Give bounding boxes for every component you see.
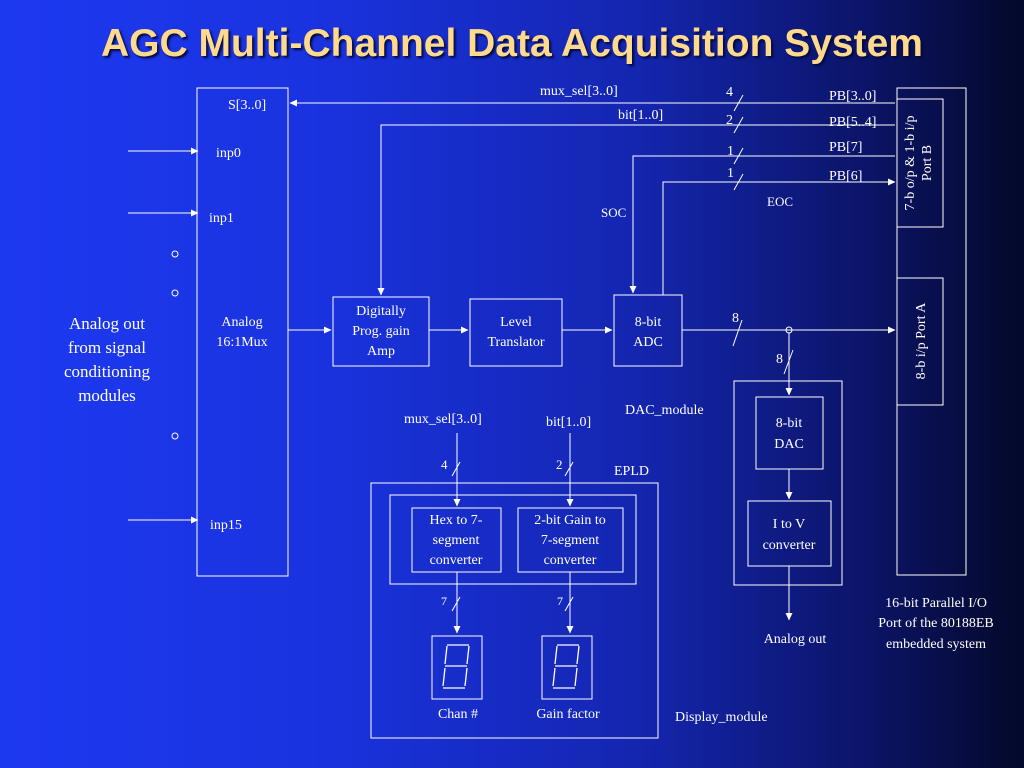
level-translator-label: Level <box>500 315 532 330</box>
bus-width-label: 2 <box>556 457 563 472</box>
chan-display-label: Chan # <box>438 707 478 722</box>
dac-module-label: DAC_module <box>625 403 704 418</box>
dac-label: DAC <box>774 437 804 452</box>
bus-width-label: 8 <box>732 311 739 326</box>
soc-line <box>629 155 895 294</box>
analog-mux-block <box>196 87 289 577</box>
bus-width-label: 4 <box>726 85 733 100</box>
i-to-v-label: I to V <box>773 517 805 532</box>
analog-source-label: Analog out from signal conditioning modu… <box>64 314 150 405</box>
gain-amp-label: Prog. gain <box>352 324 410 339</box>
gain-amp-label: Amp <box>367 344 395 359</box>
gain-amp-block <box>332 296 430 367</box>
port-caption: 16-bit Parallel I/O Port of the 80188EB … <box>878 596 994 652</box>
hex-converter-label: converter <box>430 553 483 568</box>
svg-text:8-b i/p Port A: 8-b i/p Port A <box>914 302 929 380</box>
ellipsis-dot <box>171 250 179 258</box>
ellipsis-dot <box>171 289 179 297</box>
signal-label: EOC <box>767 194 793 209</box>
signal-label: SOC <box>601 205 626 220</box>
ellipsis-dot <box>171 432 179 440</box>
dac-module-block <box>733 380 843 586</box>
mux-select-label: S[3..0] <box>228 98 266 113</box>
seven-segment-digit-icon <box>442 644 470 689</box>
port-pin-label: PB[3..0] <box>829 89 876 104</box>
eoc-line <box>662 178 896 295</box>
gain-converter-label: converter <box>544 553 597 568</box>
svg-text:from signal: from signal <box>68 338 146 357</box>
port-pin-label: PB[7] <box>829 140 862 155</box>
bus-width-label: 7 <box>441 594 447 608</box>
bus-slash <box>733 94 744 112</box>
bus-width-label: 1 <box>727 144 734 159</box>
bus-width-label: 8 <box>776 352 783 367</box>
mux-name-label: Analog <box>221 315 262 330</box>
signal-label: bit[1..0] <box>618 108 663 123</box>
gain-converter-label: 2-bit Gain to <box>534 513 606 528</box>
mux-input-label: inp15 <box>210 518 242 533</box>
adc-label: ADC <box>633 335 663 350</box>
dac-block <box>755 396 824 470</box>
port-a-block <box>896 277 944 406</box>
i-to-v-label: converter <box>763 538 816 553</box>
display-module-label: Display_module <box>675 710 768 725</box>
adc-label: 8-bit <box>635 315 662 330</box>
hex-converter-label: Hex to 7- <box>430 513 483 528</box>
bus-width-label: 2 <box>726 113 733 128</box>
port-b-block <box>896 98 944 228</box>
port-pin-label: PB[5..4] <box>829 115 876 130</box>
seven-segment-display <box>431 635 483 700</box>
bit-bus <box>377 124 895 296</box>
svg-text:7-b o/p & 1-b i/p: 7-b o/p & 1-b i/p <box>903 116 918 211</box>
bus-width-label: 1 <box>727 166 734 181</box>
port-pin-label: PB[6] <box>829 169 862 184</box>
signal-label: mux_sel[3..0] <box>404 412 482 427</box>
bus-slash <box>564 596 574 612</box>
adc-block <box>613 294 683 367</box>
svg-text:embedded system: embedded system <box>886 637 986 652</box>
bus-slash <box>783 349 794 375</box>
gain-amp-label: Digitally <box>356 304 406 319</box>
bus-width-label: 7 <box>557 594 563 608</box>
mux-input-label: inp0 <box>216 146 241 161</box>
analog-out-label: Analog out <box>764 632 827 647</box>
bus-slash <box>733 173 744 191</box>
seven-segment-display <box>541 635 593 700</box>
svg-text:Analog out: Analog out <box>69 314 145 333</box>
bus-slash <box>732 319 743 347</box>
bus-slash <box>733 116 744 134</box>
port-b-label: 7-b o/p & 1-b i/p Port B <box>903 116 935 211</box>
bus-slash <box>451 596 461 612</box>
display-module-block <box>370 482 659 739</box>
level-translator-block <box>469 298 563 367</box>
bus-slash <box>733 147 744 165</box>
epld-block <box>389 494 637 585</box>
signal-label: mux_sel[3..0] <box>540 84 618 99</box>
level-translator-label: Translator <box>487 335 544 350</box>
gain-converter-label: 7-segment <box>541 533 599 548</box>
signal-label: bit[1..0] <box>546 415 591 430</box>
svg-text:conditioning: conditioning <box>64 362 150 381</box>
mux-input-label: inp1 <box>209 211 234 226</box>
page-title: AGC Multi-Channel Data Acquisition Syste… <box>101 22 923 65</box>
bus-slash <box>564 461 574 477</box>
port-a-label: 8-b i/p Port A <box>914 302 929 380</box>
bus-slash <box>451 461 461 477</box>
svg-text:modules: modules <box>78 386 136 405</box>
svg-text:Port B: Port B <box>920 145 935 181</box>
hex-converter-label: segment <box>433 533 480 548</box>
mux-name-label: 16:1Mux <box>216 335 267 350</box>
dac-label: 8-bit <box>776 416 803 431</box>
i-to-v-block <box>747 500 832 567</box>
seven-segment-digit-icon <box>552 644 580 689</box>
svg-text:Port of the 80188EB: Port of the 80188EB <box>878 616 994 631</box>
bus-width-label: 4 <box>441 457 448 472</box>
gain-display-label: Gain factor <box>536 707 600 722</box>
epld-label: EPLD <box>614 464 649 479</box>
svg-text:16-bit Parallel I/O: 16-bit Parallel I/O <box>885 596 987 611</box>
